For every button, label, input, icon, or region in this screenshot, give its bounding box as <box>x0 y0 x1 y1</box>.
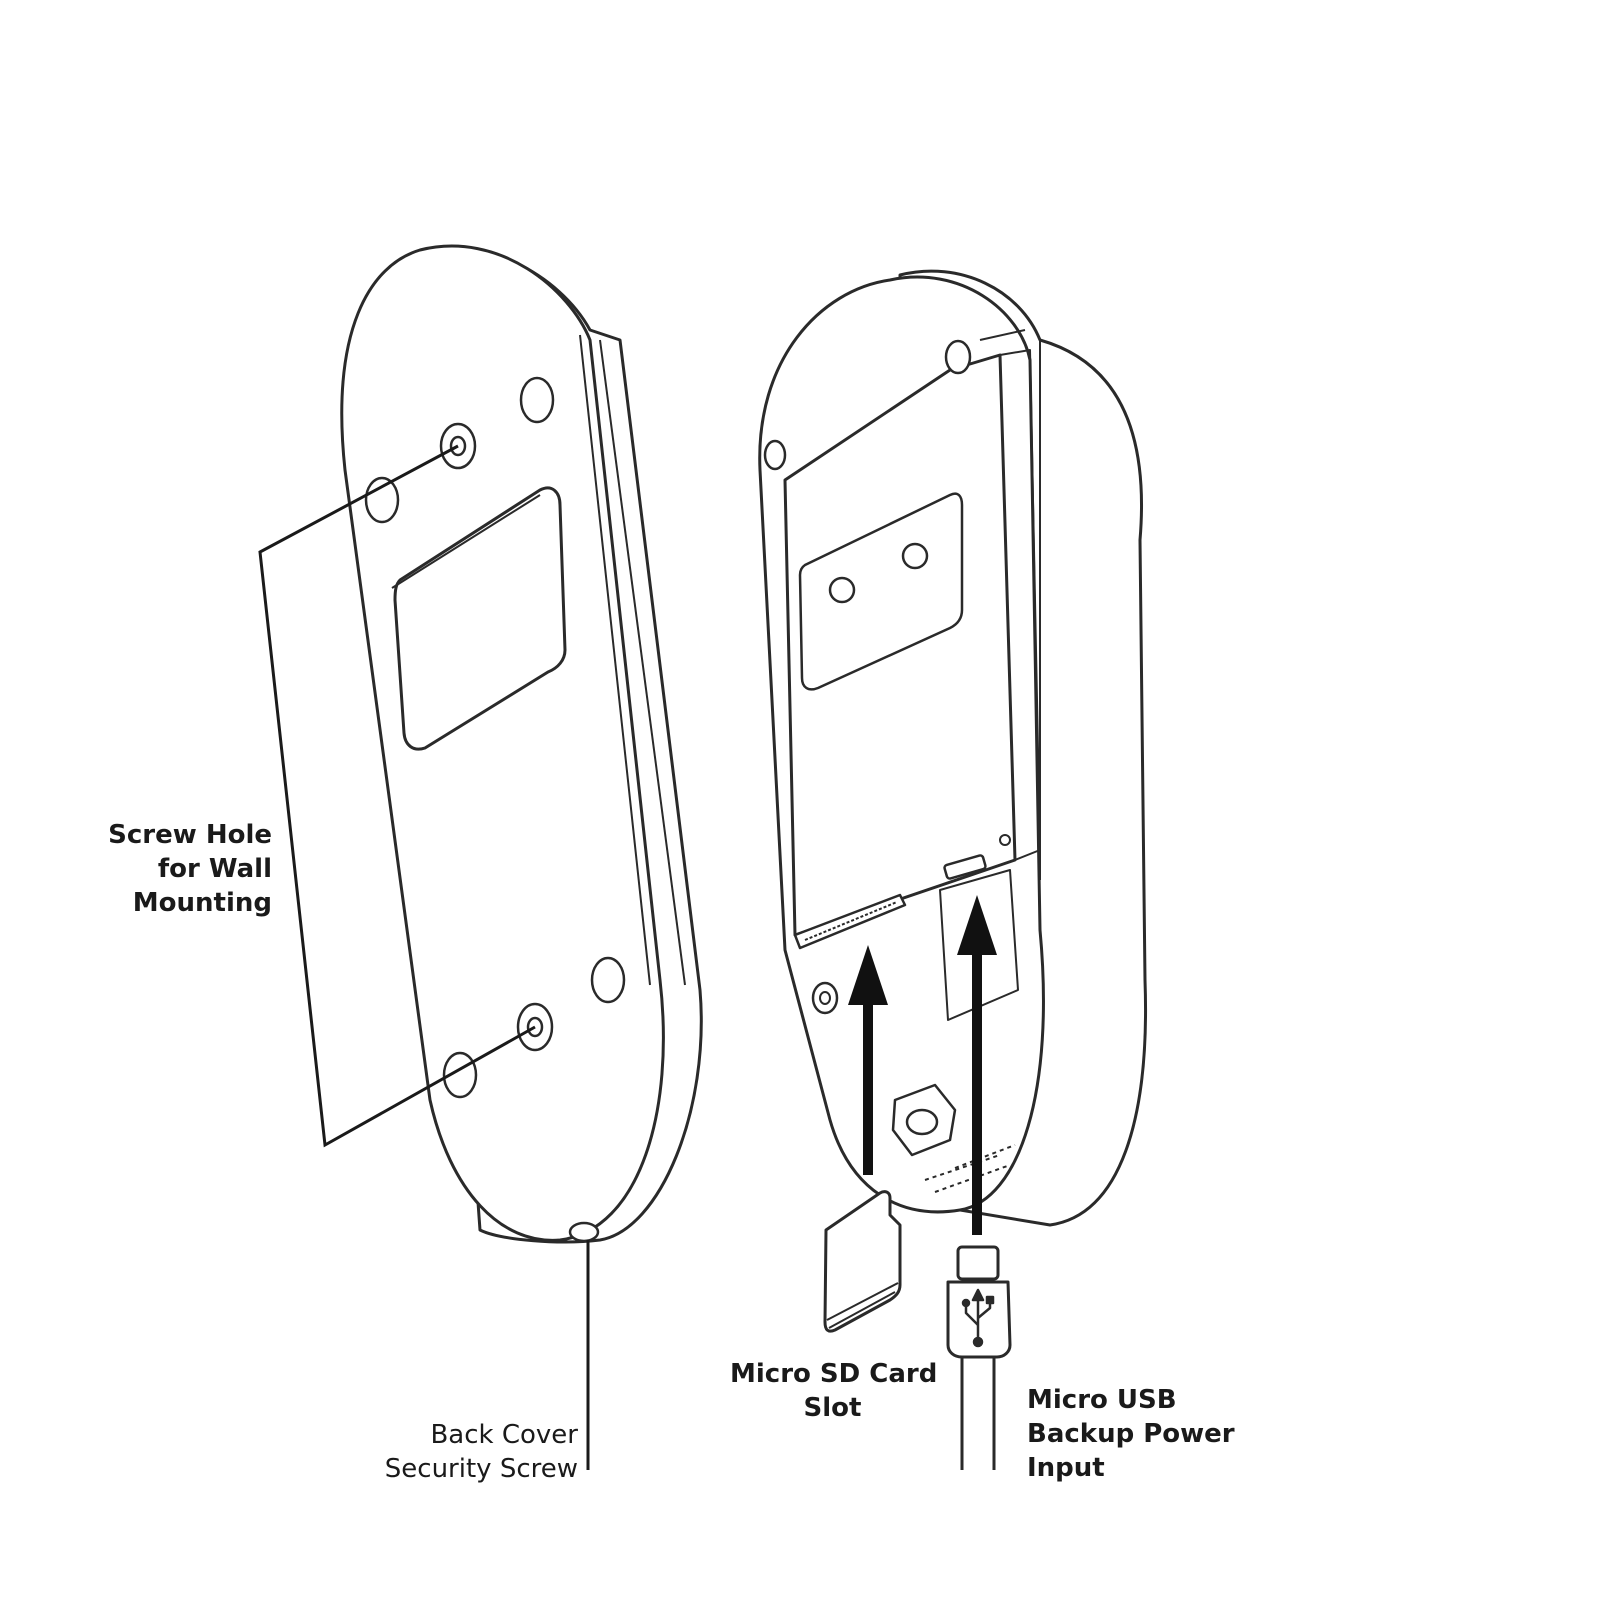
arrow-up-icon <box>957 895 997 955</box>
screw-hole-leaders <box>258 444 536 1148</box>
usb-port <box>943 834 1011 880</box>
body-plate <box>798 492 964 691</box>
back-cover <box>340 244 703 1244</box>
usb-icon <box>961 1288 995 1348</box>
micro-usb-label: Micro USB Backup Power Input <box>1027 1385 1235 1483</box>
back-cover-face <box>340 244 665 1242</box>
device-body <box>758 269 1148 1227</box>
back-cover-label: Back Cover Security Screw <box>384 1420 578 1484</box>
arrow-up-icon <box>848 945 888 1005</box>
micro-sd-label: Micro SD Card Slot <box>730 1359 938 1423</box>
sd-card-slot <box>793 893 907 950</box>
label-plate <box>391 486 567 751</box>
micro-sd-card-icon <box>823 1190 902 1333</box>
tripod-mount <box>891 1083 957 1157</box>
insert-arrows <box>848 895 997 1235</box>
security-screw <box>568 1221 600 1243</box>
speaker-grille <box>924 1144 1016 1193</box>
screw-hole-label: Screw Hole for Wall Mounting <box>108 820 272 918</box>
screw-holes <box>364 376 626 1099</box>
usb-plug <box>946 1245 1012 1470</box>
